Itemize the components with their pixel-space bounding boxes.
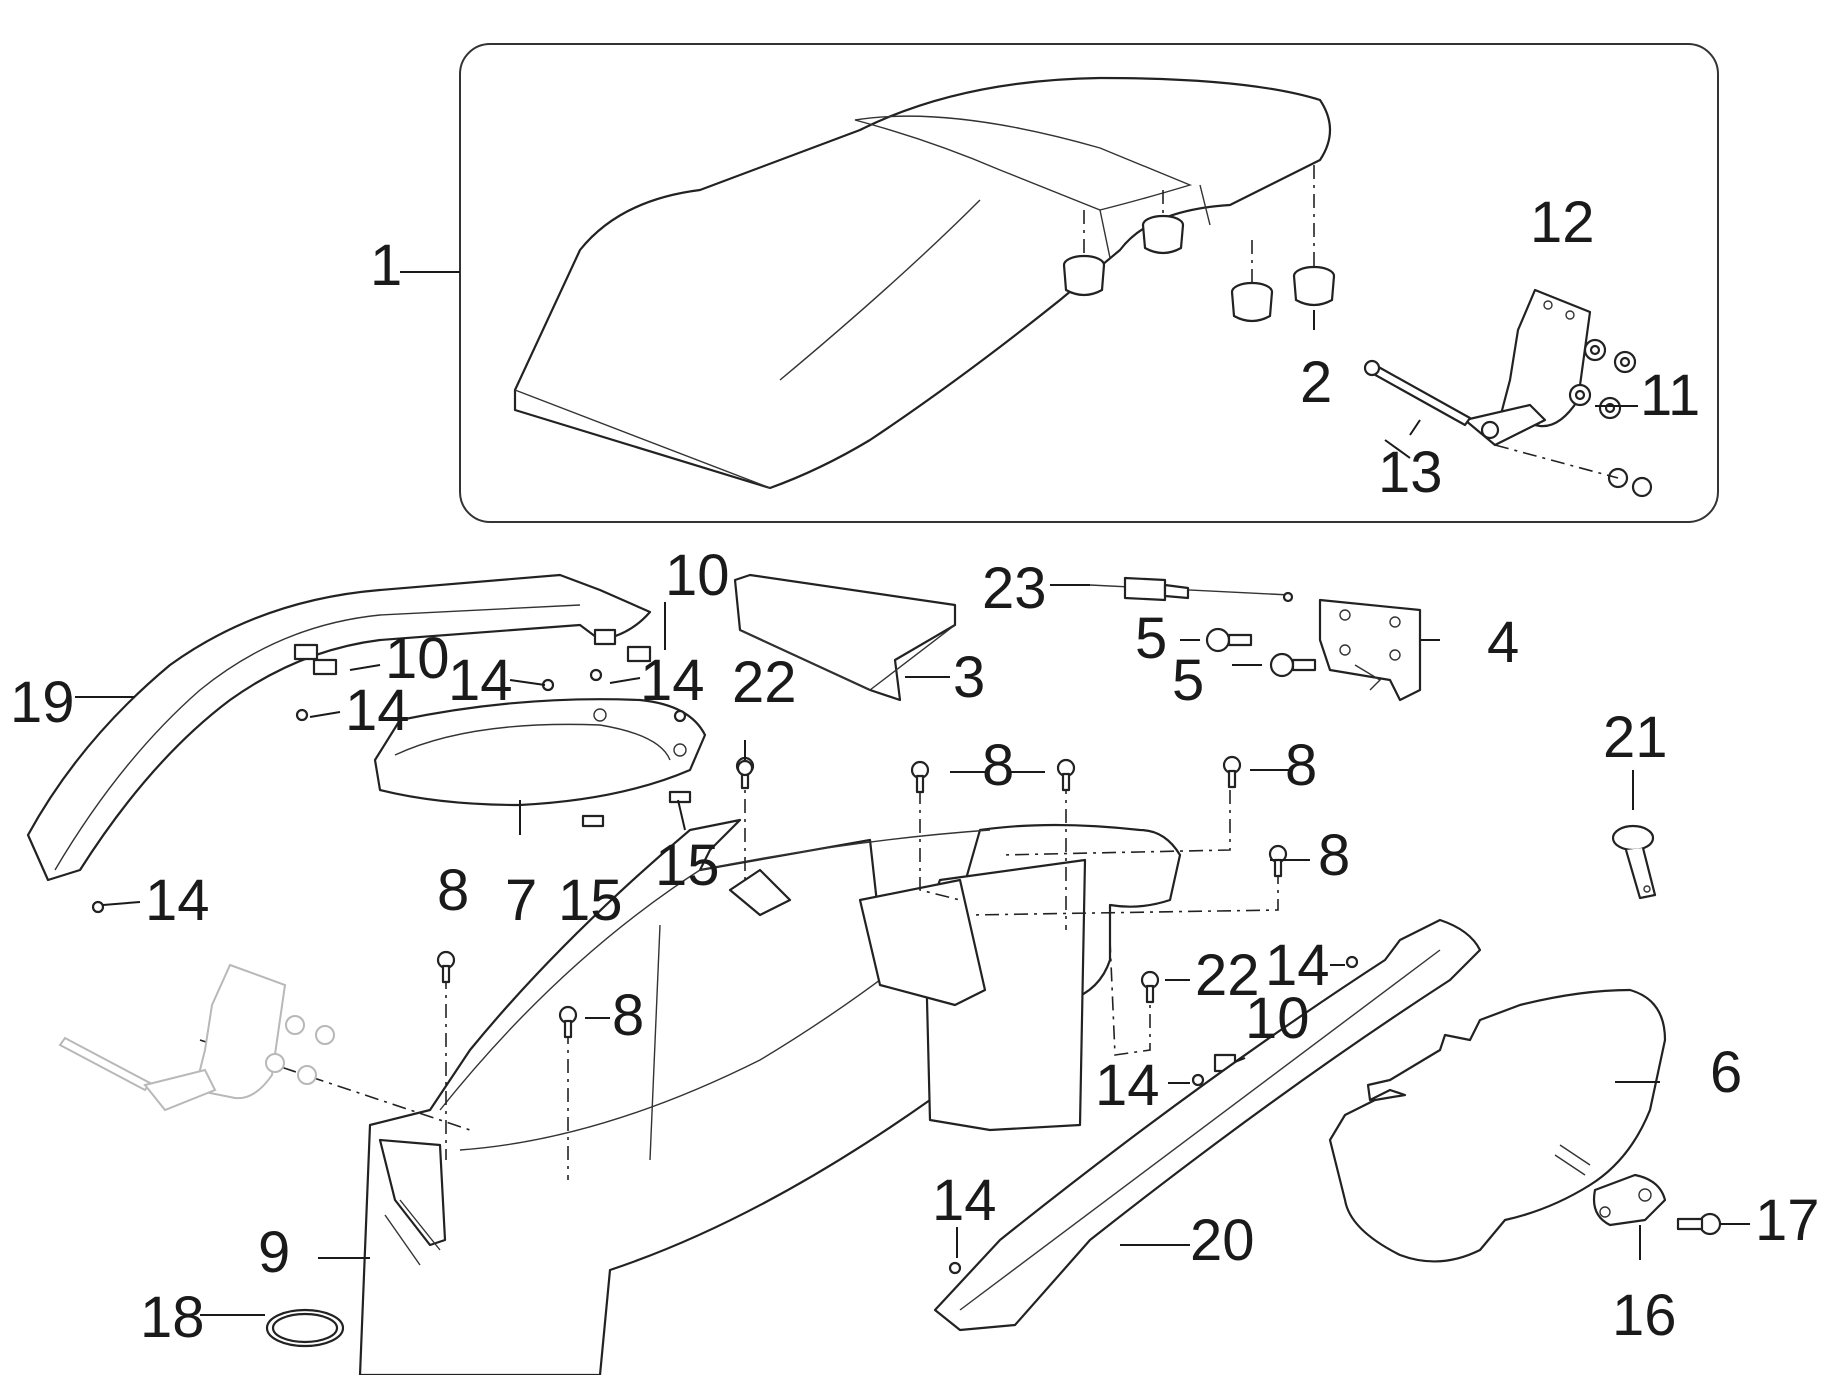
callout-14c: 14 — [345, 678, 410, 743]
seat-part-1 — [513, 76, 1331, 490]
hinge-bracket-part-12 — [1363, 288, 1653, 498]
bolts-part-5 — [1205, 627, 1317, 678]
tray-part-7 — [373, 698, 707, 807]
callout-14f: 14 — [1095, 1053, 1160, 1118]
callout-10c: 10 — [1245, 986, 1310, 1051]
callout-1: 1 — [370, 233, 402, 298]
ghost-hinge-reference — [58, 963, 335, 1112]
callout-labels: 1 2 3 4 5 5 6 7 8 8 8 8 8 9 10 10 10 11 … — [10, 190, 1820, 1350]
callout-8e: 8 — [612, 983, 644, 1048]
seat-group-frame — [459, 43, 1719, 523]
callout-17: 17 — [1755, 1188, 1820, 1253]
bolt-part-17 — [1676, 1212, 1722, 1236]
callout-14b: 14 — [640, 648, 705, 713]
callout-18: 18 — [140, 1285, 205, 1350]
callout-8b: 8 — [1285, 733, 1317, 798]
callout-14a: 14 — [448, 648, 513, 713]
callout-19: 19 — [10, 670, 75, 735]
callout-16: 16 — [1612, 1283, 1677, 1348]
callout-4: 4 — [1487, 610, 1519, 675]
oring-part-18 — [265, 1308, 345, 1348]
callout-12: 12 — [1530, 190, 1595, 255]
panel-part-6 — [1328, 988, 1667, 1263]
screws-part-14 — [91, 668, 1359, 1275]
callout-10b: 10 — [385, 626, 450, 691]
callout-7: 7 — [505, 868, 537, 933]
rubber-bumpers-part-2 — [1062, 165, 1336, 323]
callout-15b: 15 — [558, 868, 623, 933]
storage-box-part-9 — [358, 818, 1182, 1375]
callout-11: 11 — [1640, 363, 1700, 428]
callout-15a: 15 — [655, 833, 720, 898]
callout-14e: 14 — [1265, 933, 1330, 998]
clip-part-21 — [1611, 824, 1657, 900]
callout-14d: 14 — [145, 868, 210, 933]
callout-2: 2 — [1300, 350, 1332, 415]
callout-21: 21 — [1603, 705, 1668, 770]
screws-part-22 — [736, 759, 1160, 1004]
callout-8c: 8 — [1318, 823, 1350, 888]
side-rail-part-19 — [26, 573, 652, 882]
callout-22a: 22 — [732, 650, 797, 715]
leader-lines — [75, 271, 1750, 1316]
callout-8a: 8 — [982, 733, 1014, 798]
latch-part-4 — [1318, 598, 1422, 702]
callout-14g: 14 — [932, 1168, 997, 1233]
assembly-lines — [199, 770, 1279, 1180]
callout-10a: 10 — [665, 543, 730, 608]
latch-cable-part-23 — [1089, 576, 1294, 603]
callout-5a: 5 — [1135, 606, 1167, 671]
callout-22b: 22 — [1195, 943, 1260, 1008]
callout-6: 6 — [1710, 1040, 1742, 1105]
callout-5b: 5 — [1172, 648, 1204, 713]
cover-part-3 — [733, 573, 957, 702]
bracket-part-16 — [1592, 1173, 1667, 1227]
callout-8d: 8 — [437, 858, 469, 923]
callout-20: 20 — [1190, 1208, 1255, 1273]
callout-9: 9 — [258, 1220, 290, 1285]
lower-strip-part-20 — [933, 918, 1482, 1332]
callout-13: 13 — [1378, 440, 1443, 505]
callout-23: 23 — [982, 556, 1047, 621]
callout-3: 3 — [953, 645, 985, 710]
